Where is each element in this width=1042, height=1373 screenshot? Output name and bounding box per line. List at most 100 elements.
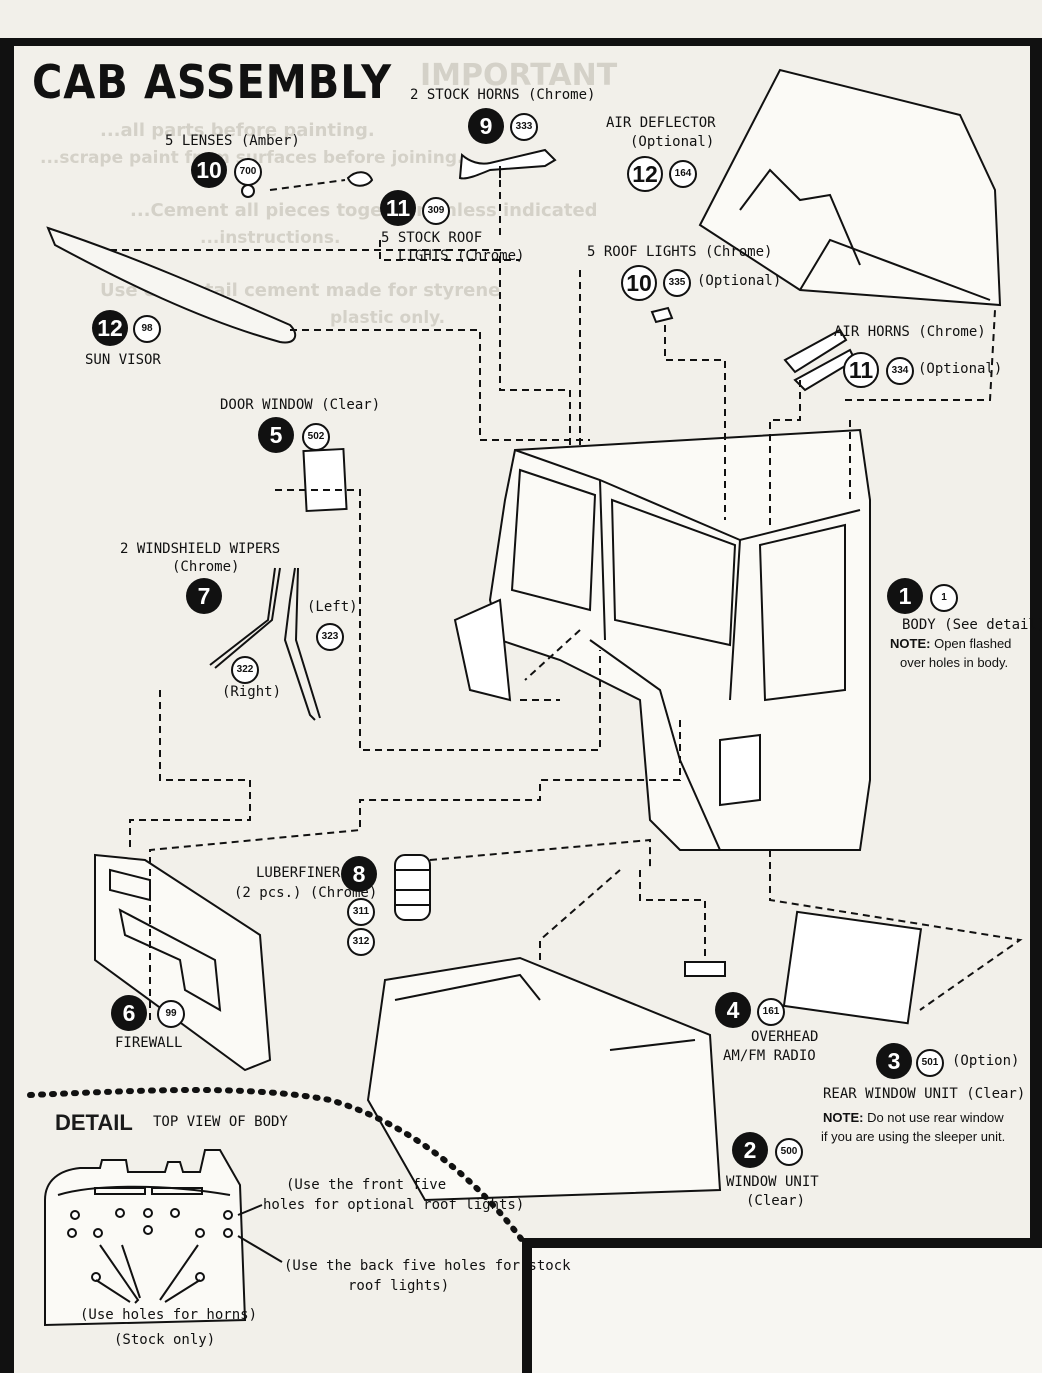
sun-visor-part bbox=[46, 226, 297, 344]
lenses-label: 5 LENSES (Amber) bbox=[165, 133, 300, 149]
window-unit-label: (Clear) bbox=[746, 1193, 806, 1209]
step-badge: 3 bbox=[876, 1043, 912, 1079]
step-badge: 5 bbox=[258, 417, 294, 453]
air-deflector-part bbox=[698, 68, 1002, 307]
part-number: 161 bbox=[757, 998, 785, 1026]
roof-light-part bbox=[650, 306, 674, 324]
step-badge: 12 bbox=[92, 310, 128, 346]
window-unit-label: WINDOW UNIT bbox=[726, 1174, 819, 1190]
part-number: 502 bbox=[302, 423, 330, 451]
step-badge: 12 bbox=[627, 156, 663, 192]
frame-border-top bbox=[0, 38, 1042, 46]
door-window-label: DOOR WINDOW (Clear) bbox=[220, 397, 381, 413]
rear-window-note: NOTE: Do not use rear window bbox=[823, 1108, 1004, 1127]
detail-heading: DETAIL bbox=[55, 1110, 133, 1135]
stock-roof-lights-label: LIGHTS (Chrome) bbox=[398, 248, 525, 264]
part-number: 501 bbox=[916, 1049, 944, 1077]
step-badge: 7 bbox=[186, 578, 222, 614]
detail-top-view-drawing bbox=[44, 1149, 283, 1327]
optional-label: (Optional) bbox=[918, 361, 1003, 377]
part-number: 323 bbox=[316, 623, 344, 651]
air-horns-label: AIR HORNS (Chrome) bbox=[834, 324, 986, 340]
rear-window-note-line2: if you are using the sleeper unit. bbox=[821, 1129, 1006, 1144]
step-badge: 11 bbox=[380, 190, 416, 226]
detail-subheading: TOP VIEW OF BODY bbox=[153, 1114, 288, 1130]
stock-roof-lights-label: 5 STOCK ROOF bbox=[381, 230, 483, 246]
detail-front-holes-note: holes for optional roof lights) bbox=[263, 1197, 525, 1213]
step-badge: 1 bbox=[887, 578, 923, 614]
wipers-label: 2 WINDSHIELD WIPERS bbox=[120, 541, 281, 557]
wiper-right-label: (Right) bbox=[222, 684, 282, 700]
firewall-label: FIREWALL bbox=[115, 1035, 183, 1051]
radio-label: AM/FM RADIO bbox=[723, 1048, 816, 1064]
wiper-left-label: (Left) bbox=[307, 599, 358, 615]
step-badge: 6 bbox=[111, 995, 147, 1031]
ghost-line: plastic only. bbox=[330, 308, 446, 328]
part-number: 322 bbox=[231, 656, 259, 684]
luberfiner-part bbox=[394, 854, 431, 921]
part-number: 333 bbox=[510, 113, 538, 141]
luberfiner-label: LUBERFINER bbox=[256, 865, 341, 881]
part-number: 312 bbox=[347, 928, 375, 956]
air-deflector-label: (Optional) bbox=[630, 134, 715, 150]
step-badge: 8 bbox=[341, 856, 377, 892]
step-badge: 10 bbox=[191, 152, 227, 188]
frame-border-right bbox=[1030, 38, 1042, 1248]
part-number: 164 bbox=[669, 160, 697, 188]
step-badge: 10 bbox=[621, 265, 657, 301]
body-note-line2: over holes in body. bbox=[900, 655, 1009, 670]
note-prefix: NOTE: bbox=[890, 636, 931, 651]
rear-window-part bbox=[782, 910, 923, 1025]
optional-label: (Optional) bbox=[697, 273, 782, 289]
radio-label: OVERHEAD bbox=[751, 1029, 819, 1045]
wipers-label: (Chrome) bbox=[172, 559, 240, 575]
blank-corner bbox=[532, 1248, 1042, 1373]
note-text: Open flashed bbox=[934, 636, 1012, 651]
body-label: BODY (See detail) bbox=[902, 617, 1042, 633]
ghost-line: ...instructions. bbox=[200, 228, 341, 248]
part-number: 1 bbox=[930, 584, 958, 612]
body-note: NOTE: Open flashed bbox=[890, 634, 1011, 653]
step-badge: 4 bbox=[715, 992, 751, 1028]
stock-horns-label: 2 STOCK HORNS (Chrome) bbox=[410, 87, 596, 103]
sun-visor-label: SUN VISOR bbox=[85, 352, 161, 368]
rear-window-label: REAR WINDOW UNIT (Clear) bbox=[823, 1086, 1026, 1102]
page-title: CAB ASSEMBLY bbox=[32, 55, 392, 109]
detail-back-holes-note: (Use the back five holes for stock bbox=[284, 1258, 571, 1274]
detail-horn-holes-note: (Use holes for horns) bbox=[80, 1307, 258, 1323]
luberfiner-label: (2 pcs.) (Chrome) bbox=[234, 885, 378, 901]
part-number: 335 bbox=[663, 269, 691, 297]
overhead-radio-part bbox=[684, 961, 726, 977]
lens-part bbox=[346, 171, 374, 187]
frame-border-step bbox=[522, 1238, 1042, 1248]
air-deflector-label: AIR DEFLECTOR bbox=[606, 115, 716, 131]
detail-front-holes-note: (Use the front five bbox=[286, 1177, 447, 1193]
frame-border-step-vertical bbox=[522, 1238, 532, 1373]
stock-horn-part bbox=[458, 148, 557, 180]
firewall-part bbox=[94, 853, 272, 1072]
part-number: 98 bbox=[133, 315, 161, 343]
ghost-line: ...all parts before painting. bbox=[100, 120, 375, 141]
part-number: 99 bbox=[157, 1000, 185, 1028]
windshield-wiper-part bbox=[209, 567, 321, 721]
air-horn-part bbox=[783, 328, 857, 392]
step-badge: 2 bbox=[732, 1132, 768, 1168]
step-badge: 9 bbox=[468, 108, 504, 144]
cab-body-part bbox=[453, 428, 871, 851]
roof-lights-label: 5 ROOF LIGHTS (Chrome) bbox=[587, 244, 773, 260]
part-number: 700 bbox=[234, 158, 262, 186]
note-text: Do not use rear window bbox=[867, 1110, 1004, 1125]
ghost-important: IMPORTANT bbox=[420, 58, 618, 93]
part-number: 334 bbox=[886, 357, 914, 385]
part-number: 500 bbox=[775, 1138, 803, 1166]
detail-stock-only-note: (Stock only) bbox=[114, 1332, 216, 1348]
ghost-line: ...Cement all pieces together unless ind… bbox=[130, 200, 598, 221]
detail-back-holes-note: roof lights) bbox=[348, 1278, 450, 1294]
step-badge: 11 bbox=[843, 352, 879, 388]
windshield-unit-part bbox=[366, 956, 722, 1202]
frame-border-left bbox=[0, 38, 14, 1373]
door-window-part bbox=[302, 447, 348, 513]
note-prefix: NOTE: bbox=[823, 1110, 864, 1125]
detail-dotted-border bbox=[27, 1087, 525, 1243]
